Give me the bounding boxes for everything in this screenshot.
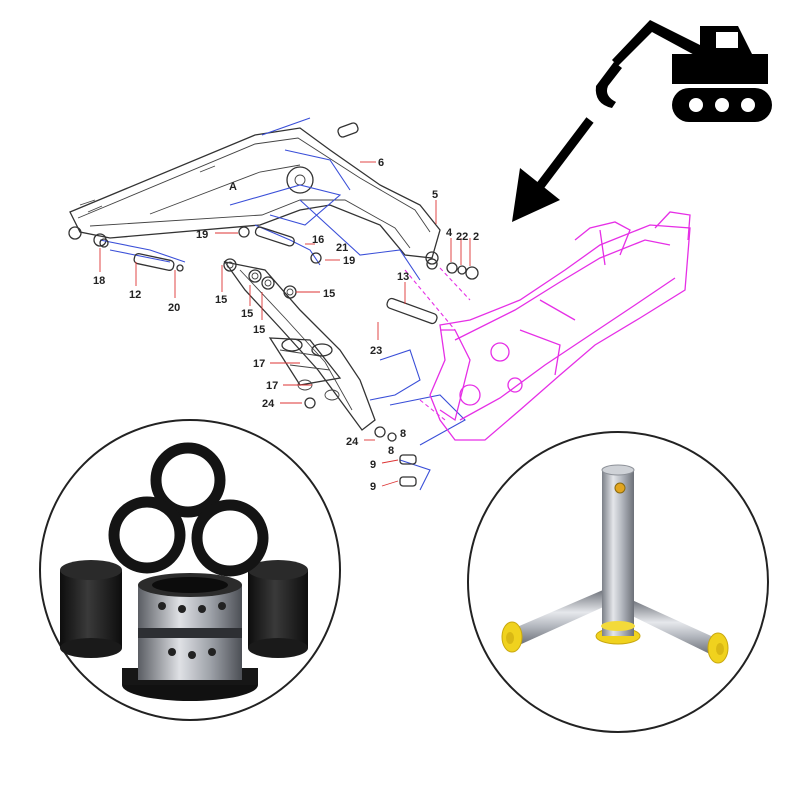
excavator-arm-diagram: 6 5 4 22 2 13 A 19 16 21 19 15 15 15 15 … xyxy=(68,117,691,493)
callout-22: 22 xyxy=(456,231,468,243)
callout-24-left: 24 xyxy=(262,398,275,410)
callout-17-upper: 17 xyxy=(253,358,265,370)
callout-8-lower: 8 xyxy=(388,445,394,457)
arm-frame-highlight xyxy=(404,211,691,441)
boom-outline xyxy=(68,127,441,265)
excavator-icon xyxy=(595,20,772,122)
callout-15-c: 15 xyxy=(253,324,265,336)
leader-lines xyxy=(99,161,471,487)
callout-2: 2 xyxy=(473,231,479,243)
callout-8-upper: 8 xyxy=(400,428,406,440)
callout-15-b: 15 xyxy=(241,308,253,320)
callout-9-upper: 9 xyxy=(370,459,376,471)
callout-24-right: 24 xyxy=(346,436,359,448)
callout-9-lower: 9 xyxy=(370,481,376,493)
detail-marker-a: A xyxy=(229,181,237,193)
callout-15-a: 15 xyxy=(215,294,227,306)
callout-18: 18 xyxy=(93,275,105,287)
callout-labels: 6 5 4 22 2 13 A 19 16 21 19 15 15 15 15 … xyxy=(93,157,479,493)
callout-16: 16 xyxy=(312,234,324,246)
stick-outline xyxy=(223,261,376,431)
callout-13: 13 xyxy=(397,271,409,283)
callout-12: 12 xyxy=(129,289,141,301)
callout-21: 21 xyxy=(336,242,348,254)
callout-6: 6 xyxy=(378,157,384,169)
bushings-photo xyxy=(39,419,341,721)
callout-20: 20 xyxy=(168,302,180,314)
callout-19-right: 19 xyxy=(343,255,355,267)
callout-23: 23 xyxy=(370,345,382,357)
callout-19-left: 19 xyxy=(196,229,208,241)
callout-15-right: 15 xyxy=(323,288,335,300)
connection-lines xyxy=(99,117,466,491)
callout-5: 5 xyxy=(432,189,438,201)
pins-photo xyxy=(467,431,769,733)
arrow-down-left-icon xyxy=(512,117,594,222)
callout-4: 4 xyxy=(446,227,453,239)
callout-17-lower: 17 xyxy=(266,380,278,392)
diagram-pins xyxy=(99,122,479,487)
